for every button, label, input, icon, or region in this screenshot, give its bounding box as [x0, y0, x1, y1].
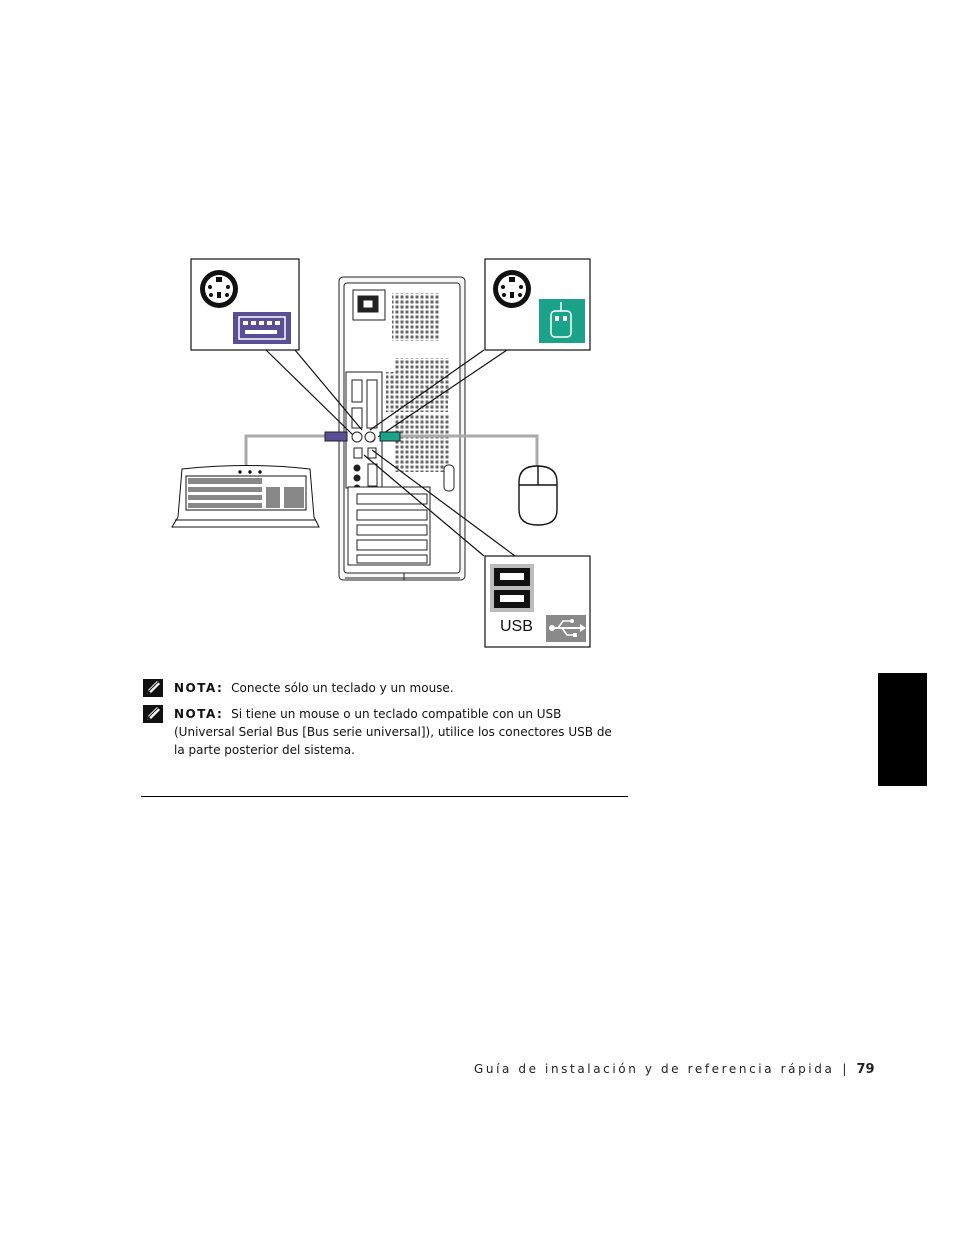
connection-diagram: [171, 258, 591, 648]
usb-symbol-icon: [546, 615, 586, 642]
pencil-note-icon: [143, 679, 163, 697]
section-divider: [141, 796, 628, 797]
note: NOTA: Conecte sólo un teclado y un mouse…: [143, 679, 613, 697]
callout-lines: [265, 349, 516, 557]
mouse-icon: [539, 299, 585, 343]
note: NOTA: Si tiene un mouse o un teclado com…: [143, 705, 613, 759]
note-text: Si tiene un mouse o un teclado compatibl…: [174, 707, 612, 757]
footer-title: Guía de instalación y de referencia rápi…: [474, 1062, 835, 1076]
mouse-plug: [379, 431, 401, 442]
cables: [244, 434, 539, 470]
keyboard-plug: [324, 431, 348, 442]
mouse-port-callout: [484, 258, 591, 351]
ps2-port-icon: [200, 270, 238, 308]
page-number: 79: [856, 1062, 875, 1077]
page-footer: Guía de instalación y de referencia rápi…: [474, 1062, 875, 1077]
note-text: Conecte sólo un teclado y un mouse.: [231, 681, 454, 695]
computer-tower: [338, 276, 466, 581]
keyboard-port-callout: [190, 258, 300, 351]
note-label: NOTA:: [174, 707, 224, 721]
usb-label: USB: [500, 618, 533, 635]
ps2-port-icon: [493, 270, 531, 308]
keyboard-icon: [233, 312, 291, 344]
footer-separator: |: [842, 1062, 847, 1076]
mouse-drawing: [518, 465, 558, 526]
note-label: NOTA:: [174, 681, 224, 695]
section-tab: [878, 673, 927, 786]
pencil-note-icon: [143, 705, 163, 723]
usb-port-callout: [484, 555, 591, 648]
usb-ports-icon: [490, 564, 534, 612]
keyboard-drawing: [171, 465, 320, 528]
